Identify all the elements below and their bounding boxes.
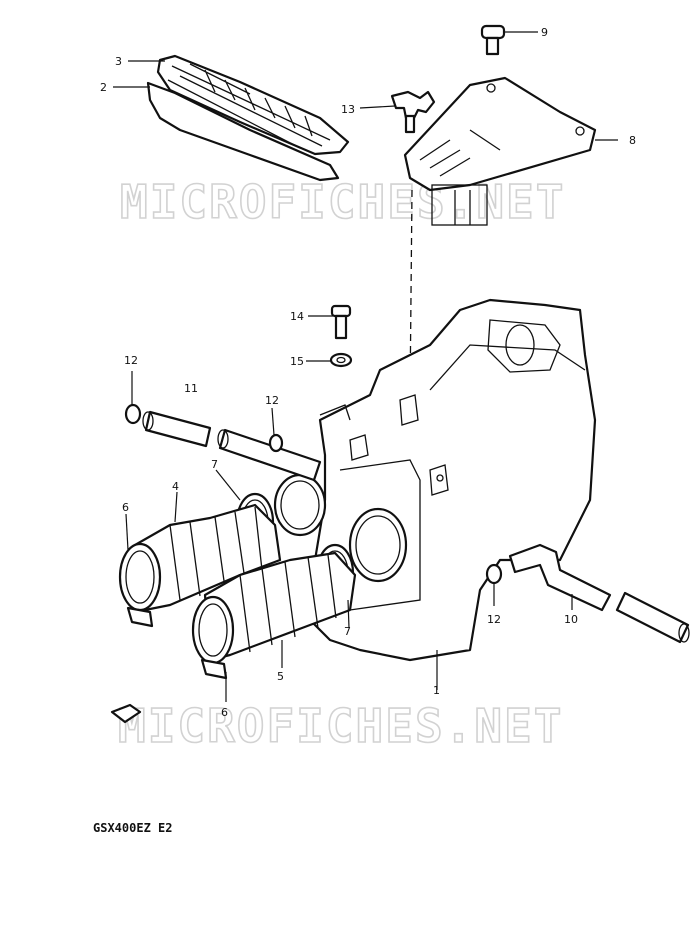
callout-8: 8 (629, 134, 636, 147)
part-cap-8 (403, 76, 597, 226)
callout-12-a: 12 (124, 354, 138, 367)
part-boot-5 (191, 551, 357, 680)
callout-9: 9 (541, 26, 548, 39)
watermark-bottom: MICROFICHES.NET (118, 699, 563, 753)
callout-1: 1 (433, 684, 440, 697)
callout-4: 4 (172, 480, 179, 493)
part-clip-12b (268, 433, 284, 453)
part-wing-bolt-13 (390, 90, 436, 134)
callouts: 3 2 9 13 8 14 15 12 11 12 7 4 6 12 10 7 … (100, 26, 636, 719)
callout-7-a: 7 (211, 458, 218, 471)
watermark-top: MICROFICHES.NET (120, 175, 565, 229)
part-hose-10 (508, 543, 690, 644)
callout-3: 3 (115, 55, 122, 68)
callout-7-b: 7 (344, 625, 351, 638)
callout-6-b: 6 (221, 706, 228, 719)
part-case-1 (273, 298, 597, 662)
callout-2: 2 (100, 81, 107, 94)
callout-11: 11 (184, 382, 198, 395)
part-boot-4 (118, 503, 282, 628)
part-washer-15 (329, 352, 353, 368)
part-clip-12c (485, 563, 503, 585)
model-code: GSX400EZ E2 (93, 821, 172, 835)
callout-12-c: 12 (487, 613, 501, 626)
callout-5: 5 (277, 670, 284, 683)
part-screw-9 (480, 24, 506, 56)
callout-12-b: 12 (265, 394, 279, 407)
callout-10: 10 (564, 613, 578, 626)
callout-14: 14 (290, 310, 304, 323)
part-hose-11 (142, 410, 322, 482)
leader-lines (113, 31, 618, 702)
callout-13: 13 (341, 103, 355, 116)
part-clip-12a (124, 403, 142, 425)
callout-15: 15 (290, 355, 304, 368)
part-gasket-2 (146, 81, 340, 182)
part-filter-element-3 (156, 54, 350, 156)
callout-6-a: 6 (122, 501, 129, 514)
part-screw-14 (330, 304, 352, 340)
front-arrow-icon (110, 703, 142, 724)
